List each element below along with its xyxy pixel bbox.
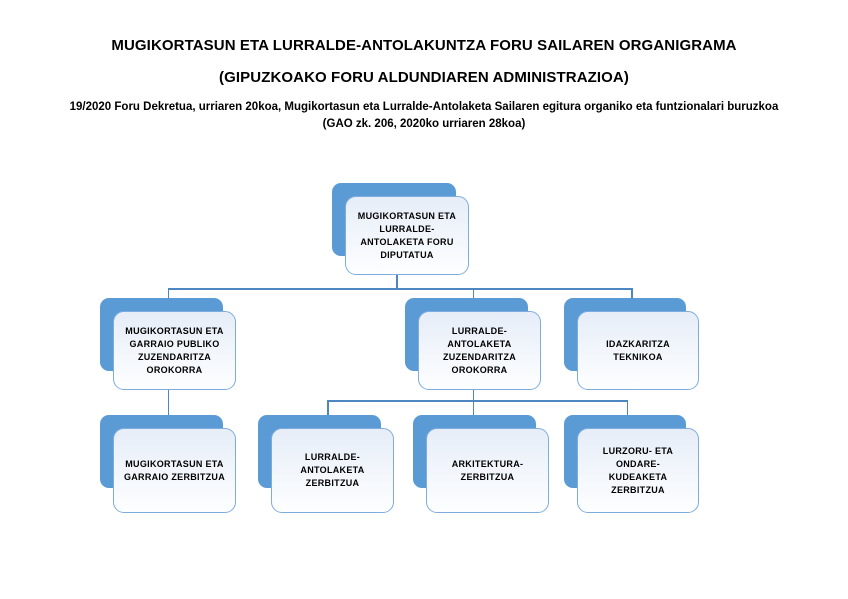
connector-level2-horizontal (167, 288, 633, 290)
node-box: MUGIKORTASUN ETA GARRAIO PUBLIKO ZUZENDA… (113, 311, 236, 390)
connector-drop-svc-lurralde (327, 401, 329, 417)
org-title-line2: (GIPUZKOAKO FORU ALDUNDIAREN ADMINISTRAZ… (219, 69, 629, 86)
org-node-idazkaritza: IDAZKARITZA TEKNIKOA (564, 298, 699, 390)
node-box: LURZORU- ETA ONDARE- KUDEAKETA ZERBITZUA (577, 428, 699, 513)
org-node-svc-arkitektura: ARKITEKTURA- ZERBITZUA (413, 415, 549, 513)
connector-dgmug-to-svcgarraio (167, 388, 169, 430)
node-box: IDAZKARITZA TEKNIKOA (577, 311, 699, 390)
connector-drop-dg-lurralde (472, 289, 474, 302)
connector-root-stem (396, 271, 398, 289)
node-label: LURRALDE- ANTOLAKETA ZUZENDARITZA OROKOR… (442, 325, 517, 375)
node-label: LURRALDE- ANTOLAKETA ZERBITZUA (300, 452, 365, 488)
connector-drop-idazkaritza (631, 289, 633, 302)
connector-drop-dg-mugikortasun (167, 289, 169, 302)
node-box: ARKITEKTURA- ZERBITZUA (426, 428, 549, 513)
node-label: MUGIKORTASUN ETA GARRAIO ZERBITZUA (123, 458, 226, 482)
connector-level3-horizontal (327, 400, 628, 402)
connector-dglur-stem (472, 388, 474, 430)
org-title-line1: MUGIKORTASUN ETA LURRALDE-ANTOLAKUNTZA F… (111, 37, 737, 54)
node-label: ARKITEKTURA- ZERBITZUA (451, 458, 524, 482)
node-box: LURRALDE- ANTOLAKETA ZERBITZUA (271, 428, 394, 513)
node-label: IDAZKARITZA TEKNIKOA (606, 338, 670, 362)
org-node-svc-lurralde: LURRALDE- ANTOLAKETA ZERBITZUA (258, 415, 394, 513)
org-node-dg-mugikortasun: MUGIKORTASUN ETA GARRAIO PUBLIKO ZUZENDA… (100, 298, 236, 390)
org-node-root: MUGIKORTASUN ETA LURRALDE- ANTOLAKETA FO… (332, 183, 469, 275)
org-node-svc-lurzoru: LURZORU- ETA ONDARE- KUDEAKETA ZERBITZUA (564, 415, 699, 513)
decree-text-line2: (GAO zk. 206, 2020ko urriaren 28koa) (322, 118, 526, 130)
node-box: LURRALDE- ANTOLAKETA ZUZENDARITZA OROKOR… (418, 311, 541, 390)
org-node-dg-lurralde: LURRALDE- ANTOLAKETA ZUZENDARITZA OROKOR… (405, 298, 541, 390)
connector-drop-svc-lurzoru (626, 401, 628, 417)
node-box: MUGIKORTASUN ETA GARRAIO ZERBITZUA (113, 428, 236, 513)
node-label: MUGIKORTASUN ETA GARRAIO PUBLIKO ZUZENDA… (125, 325, 224, 375)
decree-text-line1: 19/2020 Foru Dekretua, urriaren 20koa, M… (69, 101, 779, 113)
node-label: MUGIKORTASUN ETA LURRALDE- ANTOLAKETA FO… (357, 210, 457, 260)
org-node-svc-garraio: MUGIKORTASUN ETA GARRAIO ZERBITZUA (100, 415, 236, 513)
node-label: LURZORU- ETA ONDARE- KUDEAKETA ZERBITZUA (602, 445, 674, 495)
node-box: MUGIKORTASUN ETA LURRALDE- ANTOLAKETA FO… (345, 196, 469, 275)
